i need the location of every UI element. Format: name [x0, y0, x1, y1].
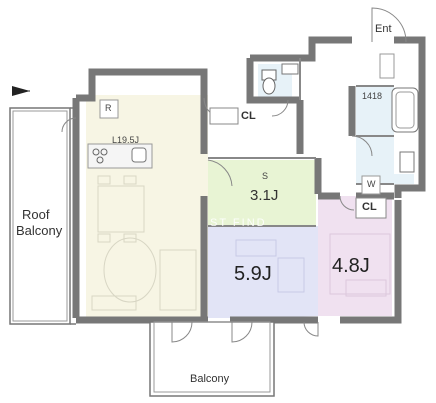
stove-icon: [92, 148, 108, 164]
balcony-door: [171, 321, 193, 343]
balcony-door: [231, 321, 253, 343]
outer-wall: [250, 36, 352, 62]
closet: [209, 107, 239, 125]
dining-set: [91, 175, 197, 311]
bathtub: [391, 87, 419, 133]
outer-wall: [340, 200, 402, 324]
service-room: [208, 160, 316, 226]
ldk-room: [86, 95, 208, 319]
sink-icon: [131, 147, 147, 163]
shoe-box: [379, 53, 395, 79]
north-arrow-icon: [12, 86, 30, 96]
room-door: [303, 321, 319, 337]
toilet-sink: [281, 63, 299, 75]
roof-balcony: [9, 107, 71, 325]
refrigerator-space: [99, 99, 119, 119]
balcony: [149, 321, 275, 397]
roof-door: [61, 117, 77, 133]
closet-door: [339, 195, 355, 211]
washbasin: [399, 151, 415, 173]
toilet-icon: [261, 69, 277, 95]
room-furniture: [235, 239, 305, 293]
closet: [355, 197, 387, 219]
outer-wall: [246, 58, 300, 104]
room-door: [207, 159, 233, 187]
wet-door: [351, 135, 373, 157]
washer-space: [361, 175, 381, 195]
western-room-2: [318, 196, 392, 316]
entrance-door: [371, 7, 407, 43]
outer-wall: [394, 36, 426, 198]
outer-wall: [76, 68, 208, 102]
room-furniture: [329, 233, 391, 297]
toilet-door: [271, 99, 289, 117]
